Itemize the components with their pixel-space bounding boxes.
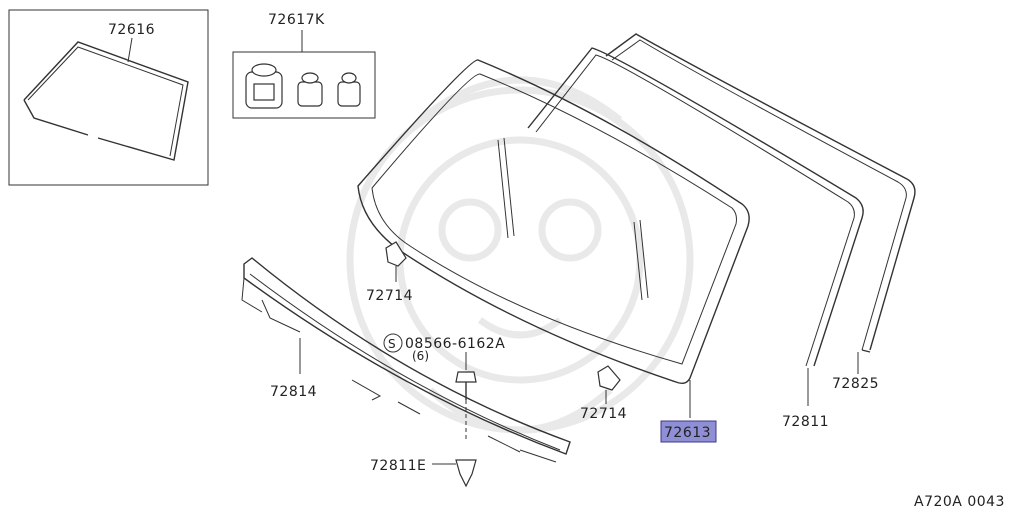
leader-72616 xyxy=(127,37,133,63)
part-72616-seal-ring xyxy=(23,41,189,161)
part-72811-moulding: 72811 xyxy=(527,47,864,430)
label-08566-qty: (6) xyxy=(412,349,429,363)
inset-box-72616: 72616 xyxy=(8,9,209,186)
part-72714-clip-upper: 72714 xyxy=(366,241,413,304)
label-72814: 72814 xyxy=(270,384,317,400)
label-08566: 08566-6162A xyxy=(405,336,505,352)
label-72714-lower: 72714 xyxy=(580,406,627,422)
label-72617k: 72617K xyxy=(268,12,325,28)
s-circle-icon xyxy=(383,333,403,353)
label-72616: 72616 xyxy=(108,22,155,38)
highlight-72613 xyxy=(660,420,717,443)
part-72714-clip-lower: 72714 xyxy=(580,365,627,422)
label-72811: 72811 xyxy=(782,414,829,430)
figure-code: A720A 0043 xyxy=(914,494,1005,510)
label-72714-upper: 72714 xyxy=(366,288,413,304)
label-72613: 72613 xyxy=(664,425,711,441)
clip-small-icon xyxy=(337,72,361,107)
part-72825-moulding: 72825 xyxy=(605,33,916,392)
watermark-emblem xyxy=(346,76,694,434)
label-72811e: 72811E xyxy=(370,458,426,474)
clip-medium-icon xyxy=(297,72,323,107)
part-72613-windshield xyxy=(357,59,750,418)
label-08566-s: S xyxy=(388,337,396,351)
inset-box-72617k: 72617K xyxy=(232,12,376,119)
clip-large-icon xyxy=(245,63,283,109)
label-72825: 72825 xyxy=(832,376,879,392)
part-72814-retainer: 72814 xyxy=(241,257,571,463)
part-08566-screw: S 08566-6162A (6) xyxy=(383,333,505,440)
part-72811e-clip: 72811E xyxy=(370,458,477,488)
